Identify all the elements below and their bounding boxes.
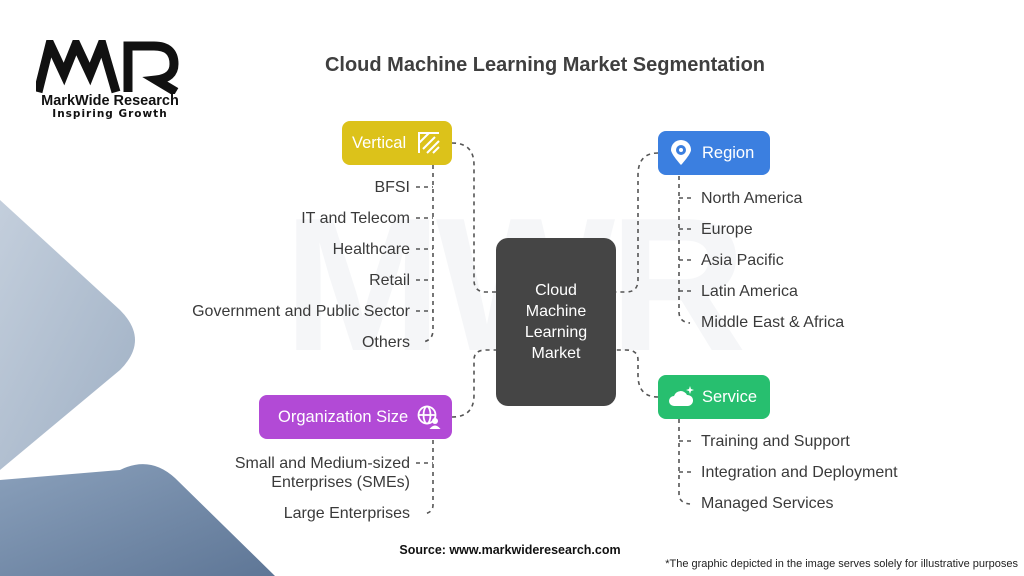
vertical-item: Others bbox=[361, 334, 410, 351]
vertical-item: IT and Telecom bbox=[301, 210, 410, 227]
region-item: North America bbox=[701, 190, 803, 207]
region-item: Middle East & Africa bbox=[701, 314, 845, 331]
organization-size-item: Large Enterprises bbox=[283, 505, 410, 522]
category-region: Region bbox=[658, 131, 770, 175]
disclaimer-note: *The graphic depicted in the image serve… bbox=[665, 558, 1018, 570]
globe-user-icon bbox=[416, 404, 442, 430]
center-label: Cloud Machine Learning Market bbox=[524, 282, 588, 362]
category-region-label: Region bbox=[702, 143, 755, 162]
brand-logo bbox=[36, 40, 179, 94]
category-service-label: Service bbox=[702, 387, 758, 406]
category-vertical-label: Vertical bbox=[352, 133, 407, 152]
region-item: Europe bbox=[701, 221, 753, 238]
category-organization-size-label: Organization Size bbox=[278, 407, 409, 426]
page-title: Cloud Machine Learning Market Segmentati… bbox=[324, 54, 766, 76]
service-item: Integration and Deployment bbox=[701, 464, 898, 481]
category-organization-size: Organization Size bbox=[259, 395, 452, 439]
vertical-item: Retail bbox=[369, 272, 410, 289]
vertical-item: Healthcare bbox=[332, 241, 410, 258]
region-item: Asia Pacific bbox=[701, 252, 784, 269]
category-vertical: Vertical bbox=[342, 121, 452, 165]
vertical-item: Government and Public Sector bbox=[192, 303, 410, 320]
organization-size-item: Small and Medium-sized Enterprises (SMEs… bbox=[234, 455, 410, 491]
cloud-sparkle-icon bbox=[668, 384, 696, 410]
diagonal-stripes-icon bbox=[416, 130, 442, 156]
vertical-item: BFSI bbox=[374, 179, 410, 196]
service-item: Managed Services bbox=[701, 495, 834, 512]
category-service: Service bbox=[658, 375, 770, 419]
center-node: Cloud Machine Learning Market bbox=[496, 238, 616, 406]
region-item: Latin America bbox=[701, 283, 798, 300]
location-gear-icon bbox=[668, 140, 694, 166]
brand-name: MarkWide Research bbox=[41, 93, 179, 109]
service-item: Training and Support bbox=[701, 433, 850, 450]
source-note: Source: www.markwideresearch.com bbox=[399, 543, 621, 557]
brand-tagline: Inspiring Growth bbox=[52, 108, 168, 120]
